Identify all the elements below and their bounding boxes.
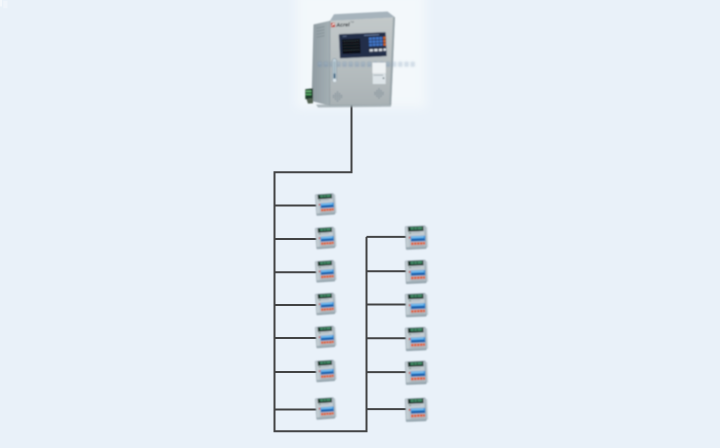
svg-text:TM: TM	[350, 21, 354, 24]
svg-text:Acrel: Acrel	[335, 22, 350, 29]
